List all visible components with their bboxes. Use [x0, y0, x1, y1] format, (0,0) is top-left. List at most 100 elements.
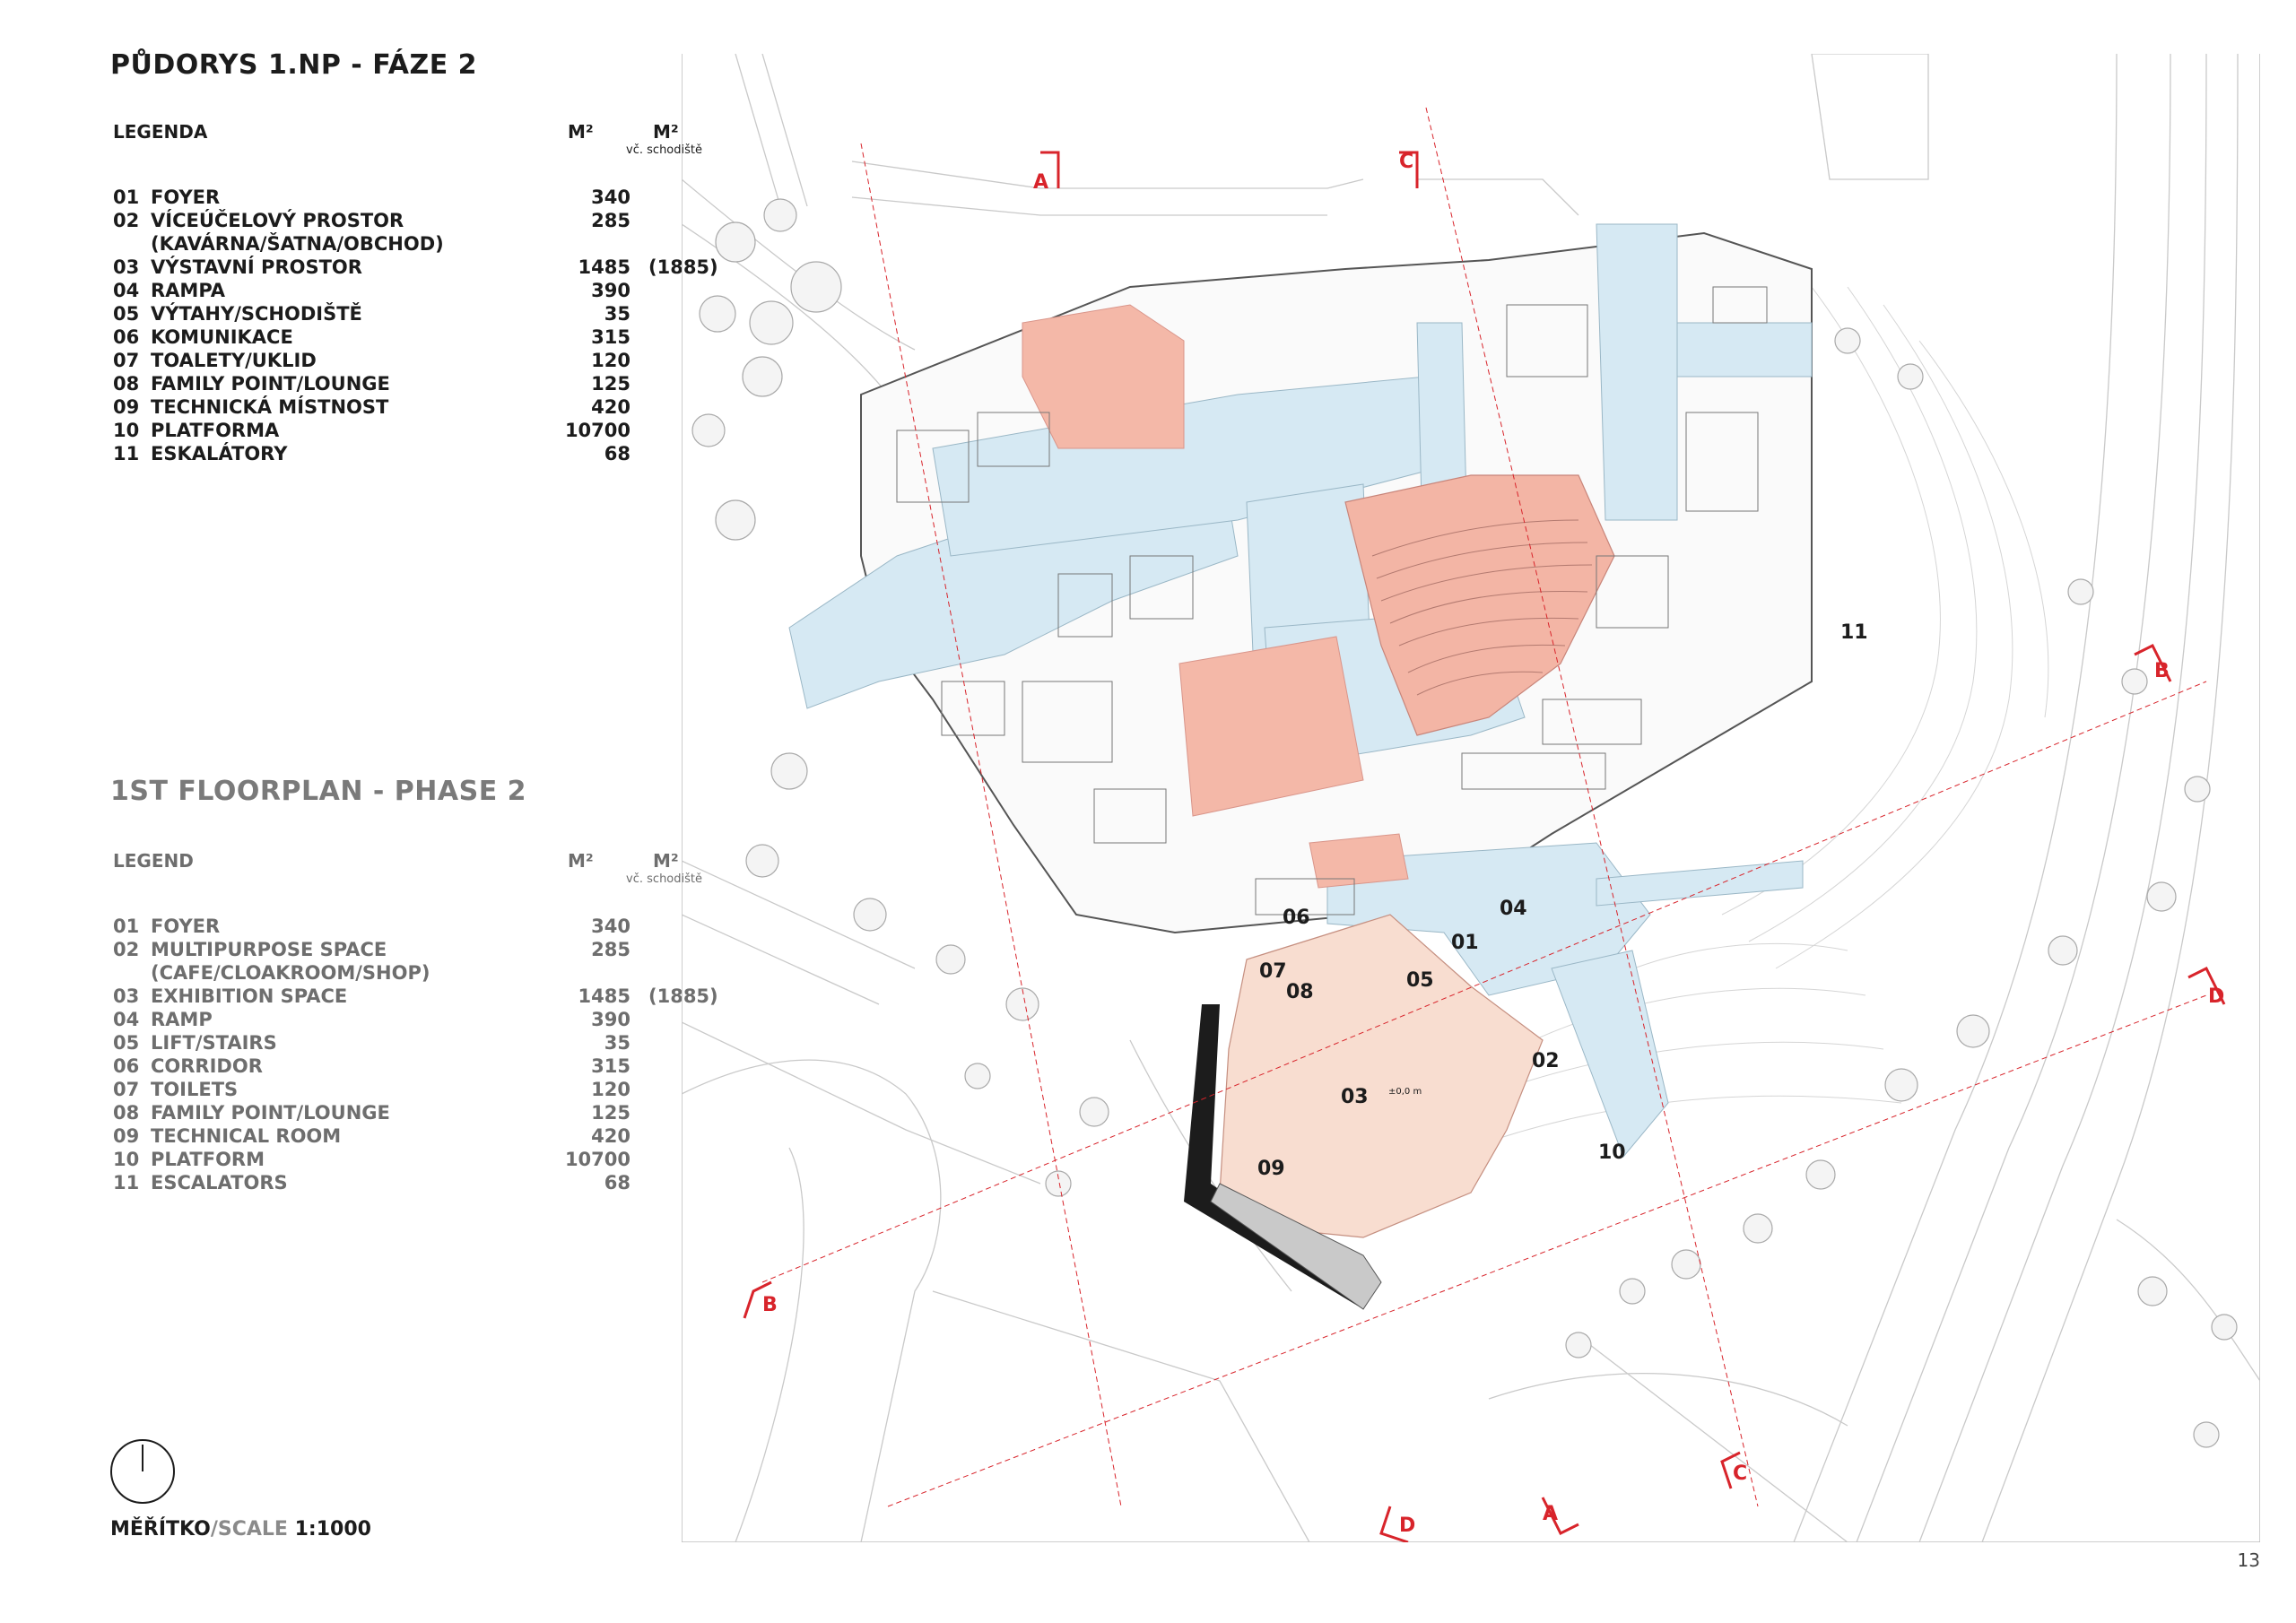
legend-item-name: FAMILY POINT/LOUNGE — [151, 1102, 390, 1124]
legend-item-area: 120 — [591, 350, 631, 371]
legend-item-num: 01 — [113, 916, 140, 937]
section-b-left-label: B — [762, 1294, 778, 1316]
legend-item-name: VÍCEÚČELOVÝ PROSTOR — [151, 210, 404, 231]
legend-item-name: VÝTAHY/SCHODIŠTĚ — [151, 303, 362, 325]
legend-item: (KAVÁRNA/ŠATNA/OBCHOD) — [110, 232, 684, 256]
terrain-contours — [1470, 286, 2049, 1149]
legend-en-col2-note: vč. schodiště — [626, 872, 702, 886]
legend-item-area: 420 — [591, 1125, 631, 1147]
legend-item-name: TOILETS — [151, 1079, 239, 1100]
room-08-label: 08 — [1286, 981, 1314, 1003]
room-07-label: 07 — [1259, 960, 1287, 983]
legend-item: 08 FAMILY POINT/LOUNGE 125 — [110, 1101, 684, 1124]
legend-item-num: 06 — [113, 326, 140, 348]
section-d-bottom-label: D — [1399, 1515, 1415, 1537]
legend-item-num: 09 — [113, 396, 140, 418]
section-marker-b-right: B — [2134, 643, 2172, 682]
section-b-right-label: B — [2154, 660, 2170, 682]
legend-item-area: 120 — [591, 1079, 631, 1100]
legend-en-col1: M² — [568, 850, 594, 872]
legend-en-heading: LEGEND — [113, 850, 194, 872]
legend-item-area: 68 — [604, 1172, 631, 1193]
section-marker-d-right: D — [2187, 966, 2226, 1008]
legend-item-area: 35 — [604, 303, 631, 325]
legend-item-num: 03 — [113, 256, 140, 278]
legend-item-num: 10 — [113, 1149, 140, 1170]
legend-item-num: 07 — [113, 1079, 140, 1100]
legend-item-num: 07 — [113, 350, 140, 371]
legend-item-name: VÝSTAVNÍ PROSTOR — [151, 256, 362, 278]
legend-item-area2: (1885) — [648, 985, 718, 1007]
auditorium — [1344, 474, 1615, 736]
legend-cz-heading: LEGENDA — [113, 121, 208, 143]
scale-label-cz: MĚŘÍTKO — [110, 1518, 211, 1541]
section-c-bottom-label: C — [1733, 1462, 1747, 1485]
legend-item-num: 04 — [113, 1009, 140, 1030]
legend-item-name: RAMPA — [151, 280, 226, 301]
legend-item-num: 09 — [113, 1125, 140, 1147]
legend-cz-col1: M² — [568, 121, 594, 143]
legend-item-area: 10700 — [564, 1149, 631, 1170]
section-c-top-label: C — [1399, 151, 1413, 173]
room-06-label: 06 — [1283, 907, 1310, 929]
legend-item-num: 05 — [113, 1032, 140, 1054]
legend-item-name: (CAFE/CLOAKROOM/SHOP) — [151, 962, 430, 984]
legend-item: 10 PLATFORM 10700 — [110, 1148, 684, 1171]
legend-item-area: 1485 — [578, 985, 631, 1007]
legend-item-name: CORRIDOR — [151, 1055, 263, 1077]
section-marker-c-bottom: C — [1720, 1451, 1747, 1489]
legend-en-header: LEGEND M² M² vč. schodiště — [110, 850, 702, 886]
room-03-label: 03 — [1341, 1086, 1369, 1108]
legend-item-area: 285 — [591, 939, 631, 960]
floor-plan: A C B D B C A D 01 — [681, 53, 2261, 1544]
legend-item-name: ESKALÁTORY — [151, 443, 288, 464]
legend-item-name: TECHNICAL ROOM — [151, 1125, 342, 1147]
section-marker-a-bottom: A — [1541, 1497, 1579, 1536]
legend-item: 10 PLATFORMA 10700 — [110, 419, 684, 442]
level-label: ±0,0 m — [1388, 1087, 1422, 1097]
title-cz: PŮDORYS 1.NP - FÁZE 2 — [110, 49, 478, 81]
legend-en-col2: M² — [653, 850, 679, 872]
legend-item-name: PLATFORMA — [151, 420, 280, 441]
room-01-label: 01 — [1451, 932, 1479, 954]
legend-item-num: 03 — [113, 985, 140, 1007]
legend-item-area: 125 — [591, 373, 631, 395]
legend-item: 07 TOILETS 120 — [110, 1078, 684, 1101]
legend-item-area: 10700 — [564, 420, 631, 441]
legend-item-name: KOMUNIKACE — [151, 326, 293, 348]
legend-item-num: 11 — [113, 443, 140, 464]
legend-item-name: PLATFORM — [151, 1149, 265, 1170]
section-a-top-label: A — [1033, 171, 1048, 194]
section-marker-d-bottom: D — [1379, 1506, 1415, 1544]
legend-item-name: ESCALATORS — [151, 1172, 288, 1193]
interior-walls — [896, 286, 1768, 916]
legend-item-num: 08 — [113, 1102, 140, 1124]
legend-item: 03 EXHIBITION SPACE 1485 (1885) — [110, 985, 718, 1008]
legend-item-area: 125 — [591, 1102, 631, 1124]
room-10-label: 10 — [1598, 1141, 1626, 1164]
legend-item-name: EXHIBITION SPACE — [151, 985, 348, 1007]
section-a-bottom-label: A — [1543, 1503, 1558, 1525]
section-d-right-label: D — [2208, 985, 2224, 1008]
room-05-label: 05 — [1406, 969, 1434, 992]
legend-item-area: 1485 — [578, 256, 631, 278]
legend-item-name: TOALETY/UKLID — [151, 350, 317, 371]
legend-item-num: 10 — [113, 420, 140, 441]
page-number: 13 — [2237, 1549, 2260, 1571]
room-11-label: 11 — [1840, 621, 1868, 644]
legend-item-area: 315 — [591, 1055, 631, 1077]
legend-item-num: 11 — [113, 1172, 140, 1193]
legend-item-num: 06 — [113, 1055, 140, 1077]
room-02-label: 02 — [1532, 1050, 1560, 1072]
legend-item-area2: (1885) — [648, 256, 718, 278]
section-markers: A C B D B C A D — [743, 151, 2226, 1544]
